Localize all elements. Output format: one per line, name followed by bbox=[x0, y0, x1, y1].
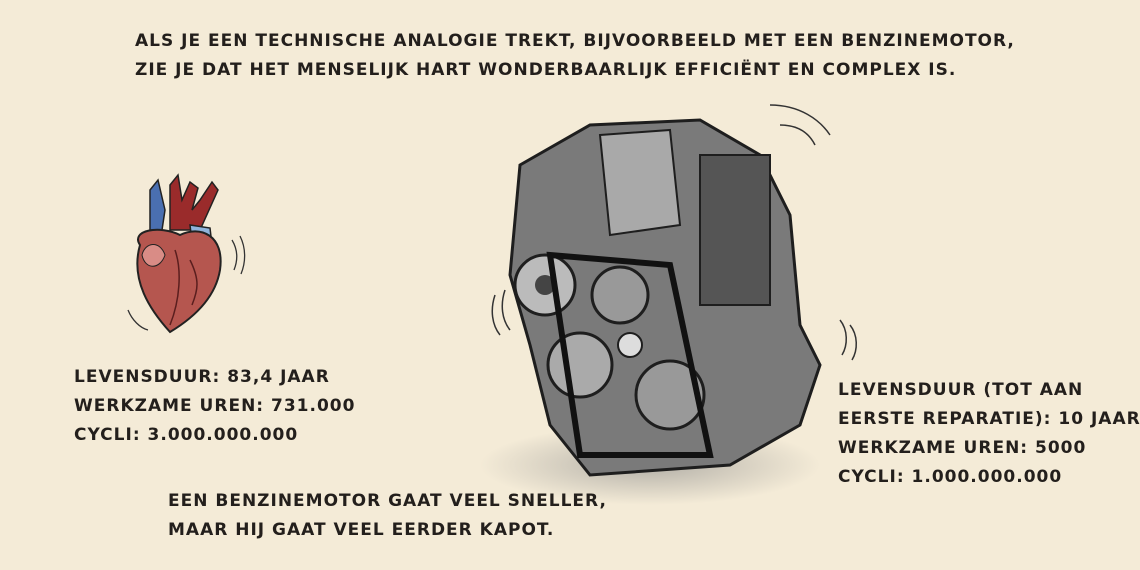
heart-lifespan: Levensduur: 83,4 jaar bbox=[74, 367, 330, 387]
conclusion-line-1: Een benzinemotor gaat veel sneller, bbox=[168, 491, 607, 511]
engine-illustration bbox=[480, 104, 857, 505]
engine-cycles: Cycli: 1.000.000.000 bbox=[838, 467, 1063, 487]
conclusion-text: Een benzinemotor gaat veel sneller, maar… bbox=[168, 487, 607, 545]
intro-line-2: zie je dat het menselijk hart wonderbaar… bbox=[135, 60, 957, 80]
intro-text: Als je een technische analogie trekt, bi… bbox=[135, 27, 1015, 85]
engine-stats: Levensduur (tot aan eerste reparatie): 1… bbox=[838, 376, 1140, 492]
engine-lifespan-line-2: eerste reparatie): 10 jaar bbox=[838, 409, 1140, 429]
heart-cycles: Cycli: 3.000.000.000 bbox=[74, 425, 299, 445]
heart-hours: Werkzame uren: 731.000 bbox=[74, 396, 356, 416]
heart-stats: Levensduur: 83,4 jaar Werkzame uren: 731… bbox=[74, 363, 355, 450]
engine-lifespan-line-1: Levensduur (tot aan bbox=[838, 380, 1084, 400]
conclusion-line-2: maar hij gaat veel eerder kapot. bbox=[168, 520, 555, 540]
heart-illustration bbox=[127, 173, 246, 334]
intro-line-1: Als je een technische analogie trekt, bi… bbox=[135, 31, 1015, 51]
engine-hours: Werkzame uren: 5000 bbox=[838, 438, 1087, 458]
